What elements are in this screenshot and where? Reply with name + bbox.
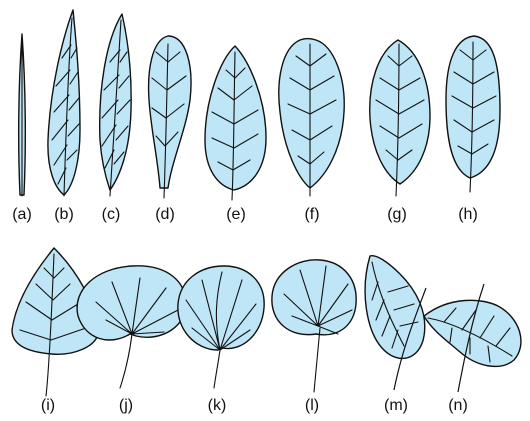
leaf-b-lanceolate [48, 10, 80, 196]
label-f: (f) [304, 206, 319, 223]
leaf-m-oblique [365, 256, 426, 390]
label-j: (j) [119, 397, 133, 414]
label-b: (b) [54, 206, 74, 223]
leaf-c-lanceolate [100, 14, 131, 196]
label-g: (g) [387, 206, 407, 223]
leaf-k-orbicular [178, 266, 264, 388]
label-h: (h) [458, 206, 478, 223]
label-d: (d) [155, 206, 175, 223]
leaf-f-elliptic [279, 39, 344, 197]
leaf-j-reniform [77, 266, 186, 388]
label-a: (a) [12, 206, 32, 223]
label-n: (n) [448, 397, 468, 414]
leaf-e-ovate [205, 46, 266, 200]
label-c: (c) [102, 206, 121, 223]
label-i: (i) [41, 397, 55, 414]
leaf-d-spatulate [149, 36, 191, 198]
leaf-n-asymmetric [424, 284, 521, 392]
label-e: (e) [226, 206, 246, 223]
label-l: (l) [305, 397, 319, 414]
label-m: (m) [384, 397, 408, 414]
leaf-h-oblong [446, 36, 500, 192]
leaf-a-linear [19, 34, 26, 196]
leaf-g-elliptic [370, 40, 430, 196]
label-k: (k) [208, 397, 227, 414]
leaf-l-peltate [272, 260, 356, 392]
